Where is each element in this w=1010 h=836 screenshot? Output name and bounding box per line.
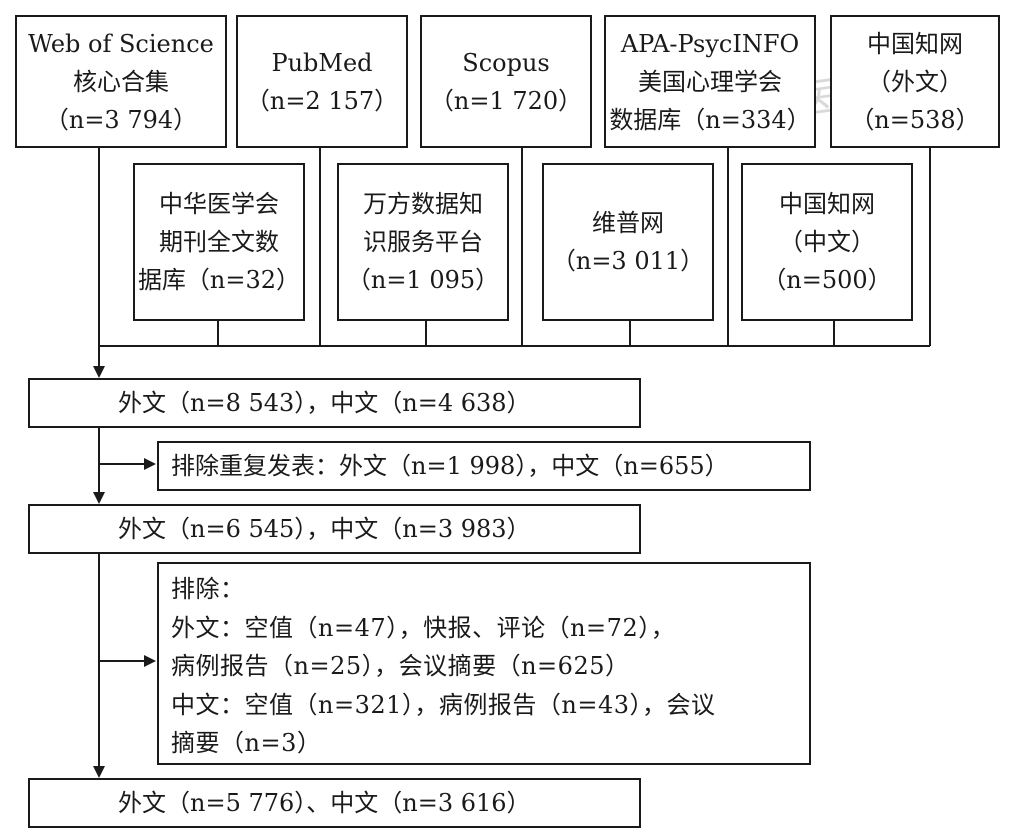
exclude-criteria: 排除： 外文：空值（n=47），快报、评论（n=72）， 病例报告（n=25），…	[157, 562, 811, 765]
source-line: （n=1 720）	[429, 86, 583, 115]
source-line: 万方数据知	[363, 190, 483, 218]
source-cnki-chinese: 中国知网 （中文） （n=500）	[741, 163, 913, 321]
source-line: （n=3 011）	[551, 247, 705, 275]
source-line: （n=500）	[762, 266, 892, 294]
source-line: PubMed	[271, 48, 373, 77]
source-line: （中文）	[779, 228, 875, 256]
source-line: 中华医学会	[159, 190, 279, 218]
step-final-included: 外文（n=5 776）、中文（n=3 616）	[28, 778, 641, 828]
source-cma-journals: 中华医学会 期刊全文数 据库（n=32）	[133, 163, 305, 321]
source-line: （外文）	[867, 67, 963, 96]
source-apa-psycinfo: APA-PsycINFO 美国心理学会 数据库（n=334）	[604, 15, 816, 148]
source-line: （n=538）	[850, 105, 980, 134]
source-line: （n=2 157）	[245, 86, 399, 115]
step-identified: 外文（n=8 543），中文（n=4 638）	[28, 378, 641, 428]
source-cnki-foreign: 中国知网 （外文） （n=538）	[830, 15, 1000, 148]
source-line: 数据库（n=334）	[609, 105, 811, 134]
exclude-line: 排除：	[171, 575, 245, 603]
step-text: 外文（n=6 545），中文（n=3 983）	[118, 515, 531, 543]
source-line: 维普网	[592, 209, 664, 237]
source-line: 核心合集	[73, 67, 169, 96]
exclude-line: 中文：空值（n=321），病例报告（n=43），会议	[171, 690, 716, 719]
source-line: 期刊全文数	[159, 228, 279, 256]
exclude-duplicates: 排除重复发表：外文（n=1 998），中文（n=655）	[157, 441, 811, 491]
source-line: Web of Science	[28, 29, 214, 58]
exclude-line: 病例报告（n=25），会议摘要（n=625）	[171, 652, 630, 680]
source-line: 中国知网	[779, 190, 875, 218]
source-web-of-science: Web of Science 核心合集 （n=3 794）	[15, 15, 227, 148]
source-scopus: Scopus （n=1 720）	[420, 15, 592, 148]
exclude-text: 排除重复发表：外文（n=1 998），中文（n=655）	[171, 452, 729, 480]
step-text: 外文（n=8 543），中文（n=4 638）	[118, 389, 531, 417]
source-vip: 维普网 （n=3 011）	[542, 163, 714, 321]
source-wanfang: 万方数据知 识服务平台 （n=1 095）	[337, 163, 509, 321]
source-line: 中国知网	[867, 29, 963, 58]
source-line: APA-PsycINFO	[620, 29, 800, 58]
source-line: 识服务平台	[363, 228, 483, 256]
exclude-line: 摘要（n=3）	[171, 729, 322, 757]
source-pubmed: PubMed （n=2 157）	[236, 15, 408, 148]
step-after-dedup: 外文（n=6 545），中文（n=3 983）	[28, 504, 641, 554]
source-line: 美国心理学会	[638, 67, 782, 96]
source-line: 据库（n=32）	[137, 266, 301, 294]
exclude-line: 外文：空值（n=47），快报、评论（n=72），	[171, 613, 676, 642]
step-text: 外文（n=5 776）、中文（n=3 616）	[118, 789, 531, 817]
source-line: Scopus	[462, 48, 550, 77]
source-line: （n=3 794）	[44, 105, 198, 134]
source-line: （n=1 095）	[346, 266, 500, 294]
